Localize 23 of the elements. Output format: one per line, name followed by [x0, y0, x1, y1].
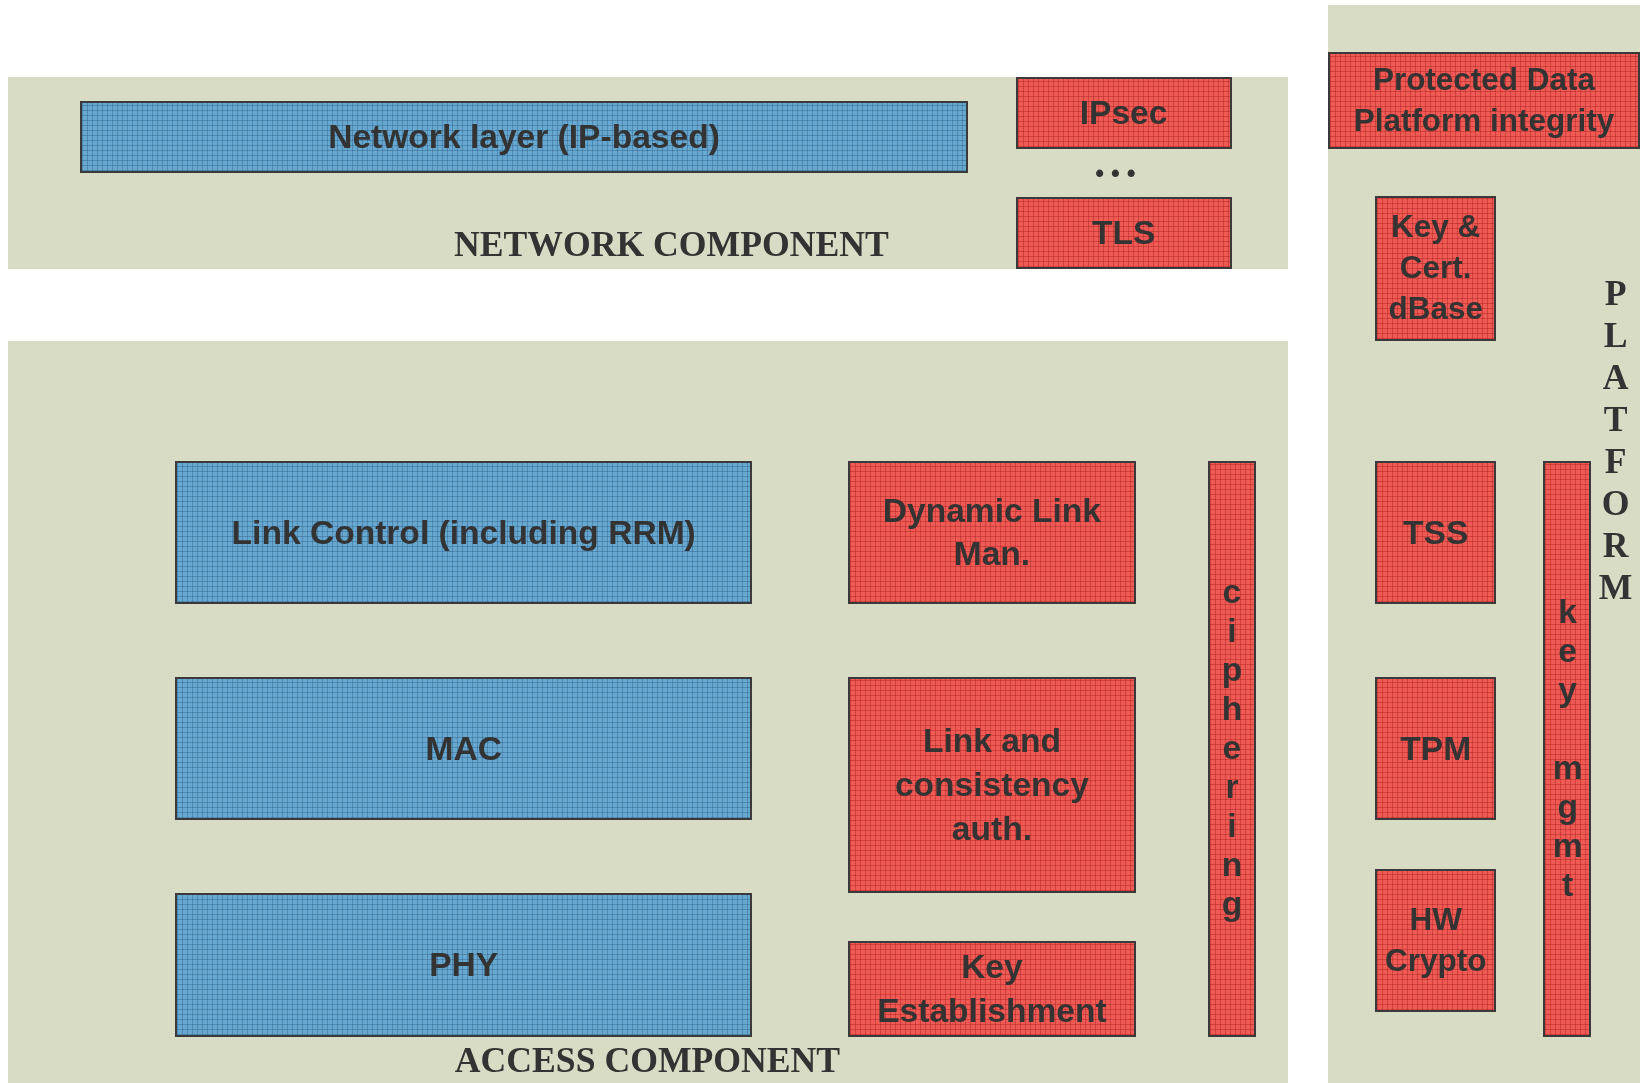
security-box: Link and consistency auth.	[847, 676, 1137, 893]
protocol-box: TLS	[1015, 197, 1232, 269]
vertical-security-bar: ciphering	[1207, 460, 1256, 1037]
security-box: HW Crypto	[1375, 868, 1496, 1013]
security-box: Dynamic Link Man.	[847, 460, 1137, 605]
network-layer-box: Network layer (IP-based)	[79, 100, 969, 174]
security-box: TPM	[1375, 676, 1496, 821]
protocol-box: IPsec	[1015, 76, 1232, 149]
security-box: Key & Cert. dBase	[1375, 196, 1496, 341]
component-title: ACCESS COMPONENT	[454, 1038, 841, 1081]
layer-box: Link Control (including RRM)	[175, 460, 753, 605]
component-title: PLATFORM	[1594, 272, 1637, 609]
security-box: Key Establishment	[847, 941, 1137, 1037]
security-box: Protected Data Platform integrity	[1328, 52, 1640, 149]
component-panel	[1328, 5, 1640, 1083]
layer-box: PHY	[175, 892, 753, 1037]
component-title: NETWORK COMPONENT	[453, 223, 889, 266]
ellipsis-text: • • •	[1095, 158, 1136, 188]
component-panel	[8, 76, 1289, 269]
layer-box: MAC	[175, 676, 753, 821]
vertical-security-bar: key mgmt	[1543, 460, 1592, 1037]
component-panel	[8, 340, 1289, 1083]
security-box: TSS	[1375, 460, 1496, 605]
